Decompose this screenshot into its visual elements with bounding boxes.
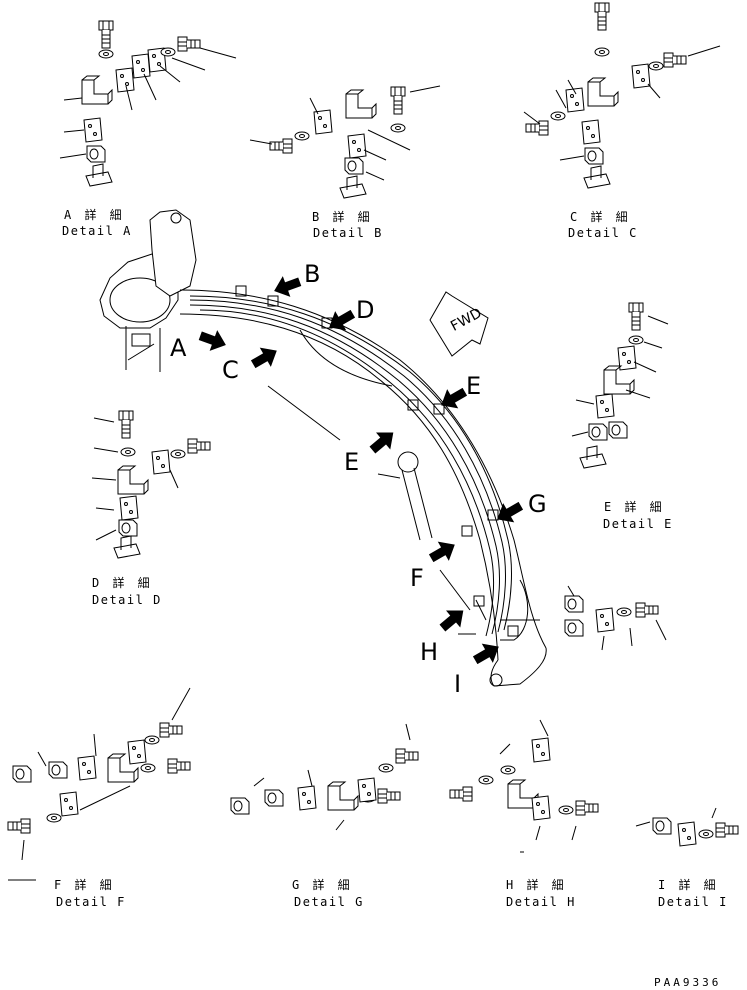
detail-b-exploded-view	[249, 85, 441, 199]
detail-b-caption-jp: B 詳 細	[312, 210, 373, 224]
callout-label-b: B	[304, 260, 321, 288]
drawing-code: PAA9336	[654, 976, 722, 989]
detail-i-caption-en: Detail I	[658, 895, 728, 909]
callout-label-i: I	[454, 670, 462, 698]
detail-c-exploded-view	[523, 2, 721, 189]
detail-g-exploded-view	[230, 723, 419, 831]
detail-e-caption-en: Detail E	[603, 517, 673, 531]
detail-g-caption-en: Detail G	[294, 895, 364, 909]
detail-f-caption-jp: F 詳 細	[54, 878, 115, 892]
detail-a-exploded-view	[59, 20, 237, 187]
detail-d-exploded-view	[91, 410, 211, 559]
detail-c-caption-jp: C 詳 細	[570, 210, 631, 224]
detail-a-caption-jp: A 詳 細	[64, 208, 125, 222]
callout-label-h: H	[420, 638, 439, 666]
callout-label-e-lower: E	[344, 448, 360, 476]
boom-assembly	[99, 209, 547, 687]
callout-label-a: A	[170, 334, 187, 362]
detail-f-exploded-view	[7, 687, 191, 881]
detail-a-caption-en: Detail A	[62, 224, 132, 238]
detail-d-caption-jp: D 詳 細	[92, 576, 153, 590]
detail-h-exploded-view	[449, 719, 599, 853]
detail-e-caption-jp: E 詳 細	[604, 500, 665, 514]
detail-c-caption-en: Detail C	[568, 226, 638, 240]
callout-label-g: G	[528, 490, 547, 518]
detail-h-caption-en: Detail H	[506, 895, 576, 909]
detail-e-exploded-view	[571, 302, 669, 469]
callout-label-c: C	[222, 356, 239, 384]
detail-i-caption-jp: I 詳 細	[658, 878, 719, 892]
detail-d-caption-en: Detail D	[92, 593, 162, 607]
callout-label-e-upper: E	[466, 372, 482, 400]
detail-g-caption-jp: G 詳 細	[292, 878, 353, 892]
fwd-arrow-icon	[429, 291, 489, 357]
callout-label-f: F	[410, 564, 424, 592]
detail-b-caption-en: Detail B	[313, 226, 383, 240]
detail-i-exploded-view	[564, 585, 739, 847]
callout-label-d: D	[356, 296, 375, 324]
detail-h-caption-jp: H 詳 細	[506, 878, 567, 892]
detail-f-caption-en: Detail F	[56, 895, 126, 909]
